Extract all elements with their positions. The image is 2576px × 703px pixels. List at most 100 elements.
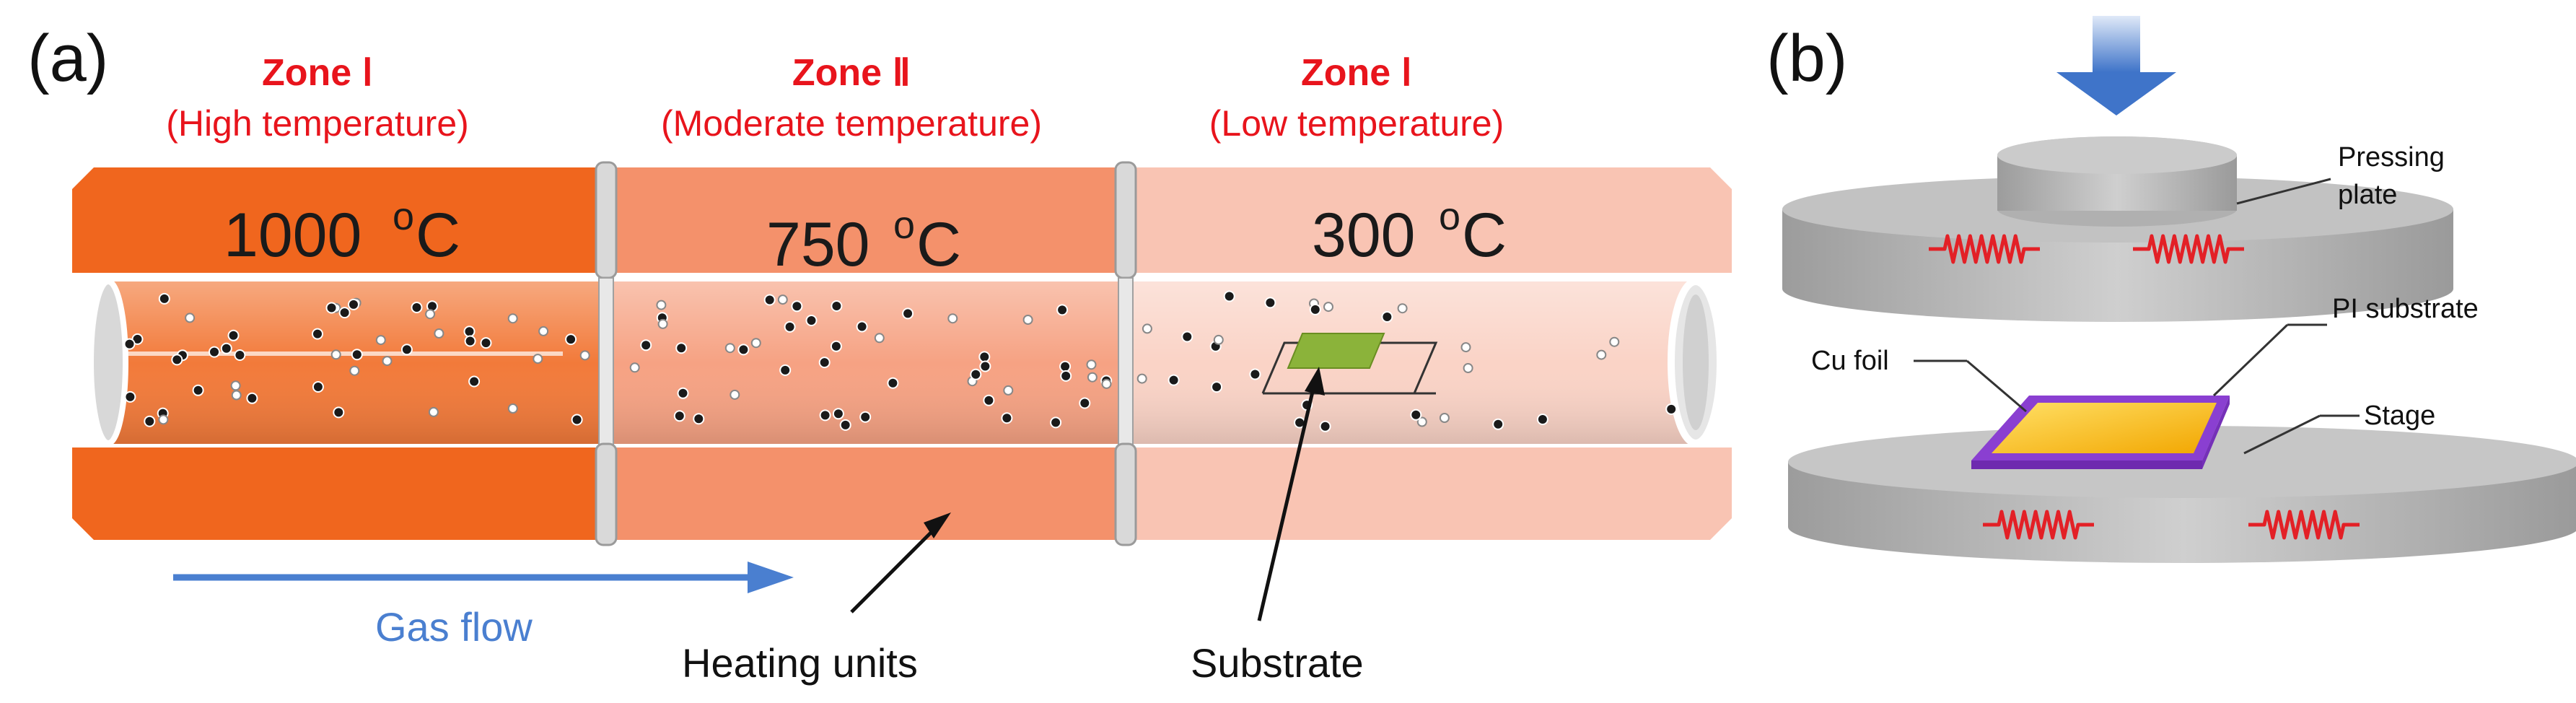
gas-molecule (533, 354, 543, 364)
gas-molecule (1319, 420, 1331, 432)
substrate (1287, 333, 1385, 369)
gas-molecule (1213, 334, 1224, 345)
gas-molecule (507, 313, 518, 324)
gas-molecule (1101, 378, 1112, 389)
gas-molecule (1492, 418, 1504, 430)
gas-molecule (1060, 370, 1072, 382)
zone-2-temp-degree: o (893, 204, 915, 247)
gas-molecule (480, 337, 492, 349)
gas-molecule (1050, 416, 1062, 429)
gas-molecule (1249, 368, 1261, 380)
gas-molecule (970, 368, 982, 380)
gas-molecule (1264, 297, 1276, 309)
gas-flow-label: Gas flow (375, 604, 533, 650)
gas-molecule (640, 339, 652, 352)
gas-molecule (656, 300, 667, 310)
gas-molecule (538, 326, 549, 336)
zone-1-title: Zone Ⅰ (262, 52, 373, 94)
gas-molecule (468, 375, 481, 388)
gas-molecule (1463, 363, 1473, 373)
pressing-plate (1782, 136, 2453, 322)
zone-2-upper-heater (606, 167, 1126, 273)
gas-molecule (333, 406, 345, 419)
zone-2-lower-heater (606, 447, 1126, 540)
gas-molecule (158, 414, 169, 425)
gas-molecule (425, 309, 436, 320)
panel-a-label: (a) (27, 22, 108, 95)
cu-foil-callout: Cu foil (1811, 346, 2027, 413)
gas-molecule (375, 335, 386, 346)
gas-molecule (791, 300, 803, 313)
gas-molecule (192, 384, 204, 396)
gas-molecule (209, 346, 220, 358)
gas-molecule (349, 365, 360, 376)
tube-right-inner (1683, 294, 1709, 430)
stage (1788, 426, 2576, 563)
gas-molecule (1416, 416, 1427, 427)
gas-molecule (983, 394, 995, 406)
gas-molecule (1381, 311, 1393, 323)
gas-molecule (565, 333, 577, 346)
gas-molecule (464, 335, 476, 347)
gas-molecule (330, 349, 341, 360)
gas-molecule (675, 342, 688, 354)
zone-3-upper-heater (1126, 167, 1732, 273)
gas-molecule (185, 313, 196, 323)
zone-3-title: Zone Ⅰ (1301, 52, 1412, 94)
gas-molecule (463, 326, 476, 338)
gas-molecule (1439, 413, 1450, 423)
gas-molecule (312, 328, 323, 340)
zone-2-temp-unit: C (916, 210, 961, 279)
zone-3-lower-heater (1126, 447, 1732, 540)
pi-substrate-label: PI substrate (2332, 294, 2479, 324)
gas-molecule (1596, 349, 1607, 360)
gas-molecule (777, 294, 788, 305)
stage-callout: Stage (2243, 401, 2435, 455)
gas-molecule (887, 377, 899, 389)
gas-molecule (1086, 359, 1097, 370)
gas-molecule (677, 387, 689, 399)
heating-units-pointer (850, 512, 951, 614)
clamp-1 (595, 161, 618, 546)
gas-molecule (1536, 414, 1548, 425)
gas-molecule (1142, 323, 1152, 334)
gas-molecule (1136, 373, 1147, 384)
heating-units-label: Heating units (682, 640, 918, 686)
gas-molecule (805, 315, 818, 326)
heater-coil (2133, 234, 2244, 264)
gas-molecule (411, 302, 423, 313)
gas-flow-arrow (173, 562, 794, 593)
cu-foil-label: Cu foil (1811, 346, 1889, 376)
gas-molecule (1609, 336, 1620, 347)
gas-molecule (1059, 360, 1072, 372)
gas-molecule (874, 333, 885, 344)
gas-molecule (144, 415, 156, 427)
gas-molecule (902, 307, 914, 320)
gas-molecule (1087, 372, 1098, 383)
zone-2-heading: Zone Ⅱ (Moderate temperature) (661, 52, 1042, 144)
gas-molecule (763, 294, 776, 306)
gas-molecule (571, 414, 583, 426)
tube-highlight (108, 281, 1696, 444)
gas-molecule (819, 409, 831, 422)
gas-molecule (1309, 303, 1321, 315)
gas-molecule (428, 406, 439, 417)
gas-molecule (832, 408, 844, 420)
gas-molecule (171, 354, 183, 366)
gas-molecule (351, 349, 363, 361)
gas-molecule (1079, 397, 1091, 409)
gas-molecule (246, 392, 258, 404)
heater-coil (1983, 510, 2094, 540)
panel-b-label: (b) (1766, 22, 1847, 95)
stage-label: Stage (2364, 401, 2435, 431)
zone-1-temp-unit: C (416, 201, 460, 270)
gas-molecule (507, 403, 518, 414)
zone-1-upper-heater (72, 167, 606, 273)
pressing-plate-label-line2: plate (2338, 180, 2397, 210)
gas-molecule (338, 307, 351, 319)
zone-1-heading: Zone Ⅰ (High temperature) (166, 52, 469, 144)
gas-molecule (657, 318, 668, 329)
zone-2-temperature: 750 o C (766, 204, 961, 279)
gas-molecule (673, 410, 685, 422)
